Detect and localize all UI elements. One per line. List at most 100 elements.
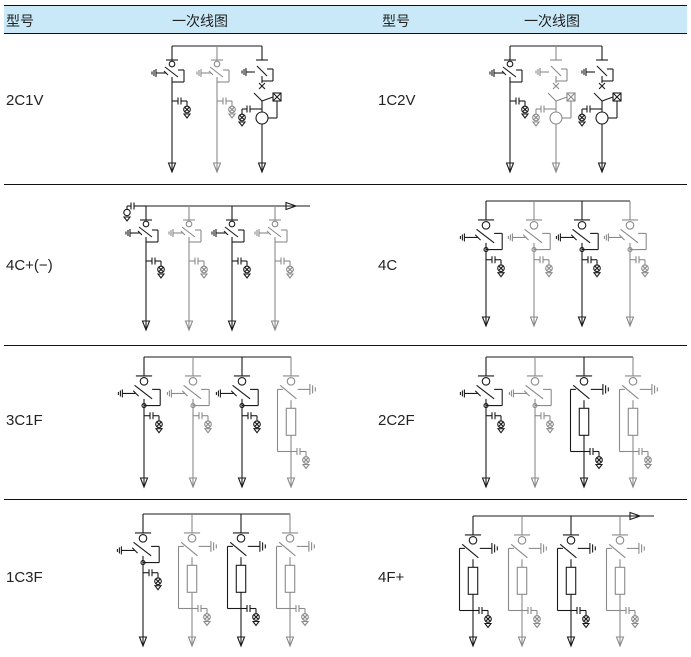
- feeder-unit-C: [555, 201, 602, 328]
- feeder-unit-C: [168, 206, 209, 332]
- wire: [555, 96, 568, 102]
- indicator-lamp-icon: [533, 114, 539, 121]
- switch-operator-icon: [142, 220, 150, 228]
- switch-operator-icon: [236, 533, 246, 543]
- indicator-lamp-icon: [578, 113, 586, 122]
- ground-icon: [496, 428, 506, 434]
- fuse-icon: [235, 564, 247, 593]
- switch-blade: [525, 384, 544, 400]
- junction-dot: [140, 560, 146, 566]
- switch-blade: [164, 66, 179, 78]
- model-label-left: 3C1F: [6, 412, 43, 429]
- row-divider: [4, 345, 687, 346]
- arrow-down-icon: [530, 477, 540, 489]
- feeder-unit-C: [459, 201, 506, 328]
- breaker-x-icon: [258, 82, 266, 90]
- ground-icon: [252, 428, 262, 434]
- earthing-switch: [223, 230, 229, 236]
- fuse-icon: [516, 566, 528, 595]
- indicator-lamp-icon: [184, 106, 190, 113]
- arrow-down-icon: [141, 320, 151, 332]
- indicator-lamp-icon: [545, 264, 553, 273]
- indicator-lamp-icon: [303, 457, 309, 463]
- switch-blade: [279, 384, 297, 400]
- switch-operator-icon: [481, 376, 491, 386]
- indicator-lamp-icon: [593, 264, 601, 273]
- switch-operator-icon: [285, 533, 295, 543]
- feeder-unit-C: [254, 206, 295, 332]
- header-diagram-1: 一次线图: [172, 13, 228, 29]
- indicator-lamp-icon: [239, 114, 245, 121]
- switch-blade: [559, 543, 577, 559]
- ground-icon: [182, 113, 192, 119]
- trip-coil-icon: [566, 92, 576, 102]
- current-transformer-icon: [255, 111, 269, 125]
- ground-icon: [630, 622, 640, 629]
- switch-blade: [267, 226, 282, 238]
- ground-icon: [153, 585, 163, 591]
- earthing-switch: [266, 230, 272, 236]
- feeder-unit-V: [577, 46, 622, 174]
- indicator-lamp-icon: [485, 616, 491, 622]
- ground-icon: [531, 121, 541, 127]
- arrow-down-icon: [188, 477, 198, 489]
- junction-dot: [532, 403, 538, 409]
- indicator-lamp-icon: [205, 421, 211, 427]
- switch-operator-icon: [529, 220, 539, 230]
- arrow-down-icon: [167, 162, 177, 174]
- arrow-down-icon: [551, 162, 561, 174]
- indicator-lamp-icon: [583, 616, 589, 622]
- feeder-unit-F: [177, 514, 217, 648]
- feeder-unit-F: [556, 516, 596, 648]
- switch-blade: [621, 384, 639, 400]
- switch-operator-icon: [579, 376, 589, 386]
- indicator-lamp-icon: [252, 613, 260, 621]
- indicator-lamp-icon: [302, 456, 310, 464]
- ground-icon: [156, 273, 166, 279]
- indicator-lamp-icon: [204, 614, 210, 620]
- ground-icon: [203, 428, 213, 434]
- indicator-lamp-icon: [156, 421, 162, 427]
- indicator-lamp-icon: [521, 105, 529, 114]
- feeder-unit-C: [603, 201, 650, 328]
- indicator-lamp-icon: [497, 264, 505, 273]
- ground-icon: [242, 273, 252, 279]
- table-header: 型号 一次线图 型号 一次线图: [4, 5, 687, 34]
- feeder-unit-F: [507, 516, 547, 648]
- arrow-down-icon: [270, 320, 280, 332]
- indicator-lamp-icon: [229, 106, 235, 113]
- indicator-lamp-icon: [201, 266, 207, 273]
- switch-blade: [138, 226, 153, 238]
- indicator-lamp-icon: [238, 113, 246, 122]
- diagram-2C2F: [459, 356, 658, 489]
- switch-operator-icon: [139, 376, 149, 386]
- switch-operator-icon: [481, 220, 491, 230]
- arrow-down-icon: [212, 162, 222, 174]
- switch-blade: [134, 384, 153, 400]
- switch-blade: [620, 228, 639, 244]
- arrow-down-icon: [257, 162, 267, 174]
- switch-operator-icon: [506, 60, 514, 68]
- feeder-unit-C: [196, 46, 237, 174]
- arrow-down-icon: [579, 477, 589, 489]
- feeder-unit-C: [211, 206, 252, 332]
- switch-blade: [209, 66, 224, 78]
- arrow-down-icon: [566, 636, 576, 648]
- row-divider: [4, 184, 687, 185]
- switch-operator-icon: [468, 535, 478, 545]
- ground-icon: [227, 113, 237, 119]
- ground-icon: [237, 121, 247, 127]
- switch-operator-icon: [628, 376, 638, 386]
- fuse-icon: [467, 566, 479, 595]
- indicator-lamp-icon: [596, 457, 602, 463]
- earthing-switch: [230, 390, 237, 397]
- arrow-down-icon: [468, 636, 478, 648]
- ground-icon: [581, 622, 591, 629]
- indicator-lamp-icon: [253, 614, 259, 620]
- switch-operator-icon: [187, 533, 197, 543]
- earthing-switch: [131, 547, 138, 554]
- switch-blade: [180, 541, 198, 557]
- switch-operator-icon: [615, 535, 625, 545]
- indicator-lamp-icon: [203, 613, 211, 621]
